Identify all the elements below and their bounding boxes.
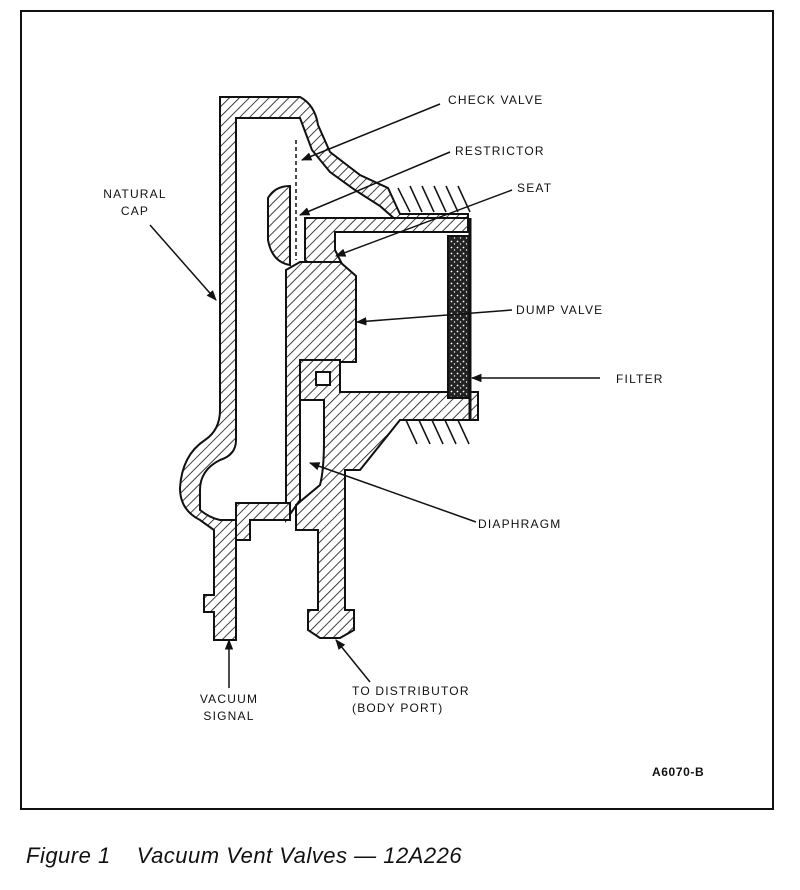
mount-hatching [397,185,471,445]
leader-restrictor [299,151,451,216]
figure-number: Figure 1 [26,843,111,868]
leader-diaphragm [309,462,477,523]
lower-chamber [295,359,479,639]
leader-check-valve [301,103,441,161]
label-to-distributor-line1: TO DISTRIBUTOR [352,684,470,698]
label-check-valve: CHECK VALVE [448,93,544,107]
leader-dump-valve [355,309,513,326]
figure-caption: Figure 1 Vacuum Vent Valves — 12A226 [26,843,462,869]
label-dump-valve: DUMP VALVE [516,303,604,317]
natural-cap [267,184,291,267]
valve-body-left [178,96,469,641]
label-vacuum-signal-line1: VACUUM [199,692,259,706]
label-natural-cap: NATURAL CAP [100,186,170,220]
leader-seat [335,189,513,257]
label-natural-cap-line1: NATURAL [103,187,167,201]
label-diaphragm: DIAPHRAGM [478,517,562,531]
label-vacuum-signal: VACUUM SIGNAL [186,691,272,725]
leader-lines [149,103,600,688]
figure-title: Vacuum Vent Valves — 12A226 [136,843,463,868]
filter-element [447,235,471,399]
part-code: A6070-B [652,765,705,779]
label-restrictor: RESTRICTOR [455,144,545,158]
label-to-distributor-line2: (BODY PORT) [352,701,444,715]
bottom-bridge [235,502,291,541]
seat-ring [315,371,331,386]
label-to-distributor: TO DISTRIBUTOR (BODY PORT) [352,683,470,717]
vacuum-vent-valve-diagram [149,96,600,688]
leader-natural-cap [149,224,217,301]
label-seat: SEAT [517,181,553,195]
label-vacuum-signal-line2: SIGNAL [203,709,255,723]
label-filter: FILTER [616,372,664,386]
leader-distributor [335,639,371,683]
label-natural-cap-line2: CAP [120,204,150,218]
figure-frame [20,10,774,810]
